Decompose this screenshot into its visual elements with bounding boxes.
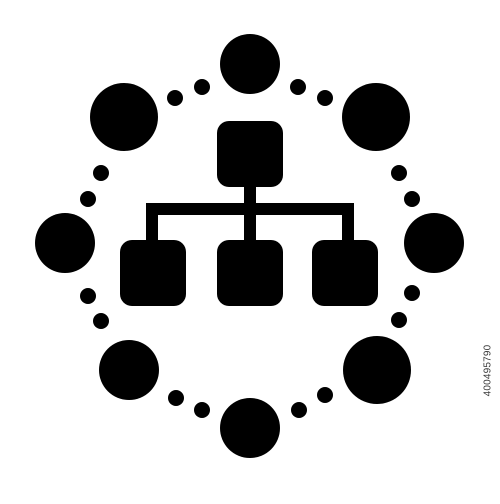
- hierarchy-connector-right: [342, 203, 354, 245]
- outer-node-top-left: [90, 83, 158, 151]
- outer-node-top: [220, 34, 280, 94]
- stock-id-label-wrap: 400495790: [478, 250, 498, 490]
- hierarchy-child-box-center: [217, 240, 283, 306]
- hierarchy-connector-horizontal: [146, 203, 354, 215]
- hierarchy-child-box-left: [120, 240, 186, 306]
- outer-node-bottom-right: [343, 336, 411, 404]
- hierarchy-child-box-right: [312, 240, 378, 306]
- outer-node-top-right: [342, 83, 410, 151]
- stock-id-label: 400495790: [482, 344, 494, 396]
- outer-node-bottom-left: [99, 340, 159, 400]
- outer-node-right: [404, 213, 464, 273]
- outer-node-bottom: [220, 398, 280, 458]
- outer-node-left: [35, 213, 95, 273]
- hierarchy-root-box: [217, 121, 283, 187]
- hierarchy-connector-left: [146, 203, 158, 245]
- ring-dots: [80, 79, 420, 418]
